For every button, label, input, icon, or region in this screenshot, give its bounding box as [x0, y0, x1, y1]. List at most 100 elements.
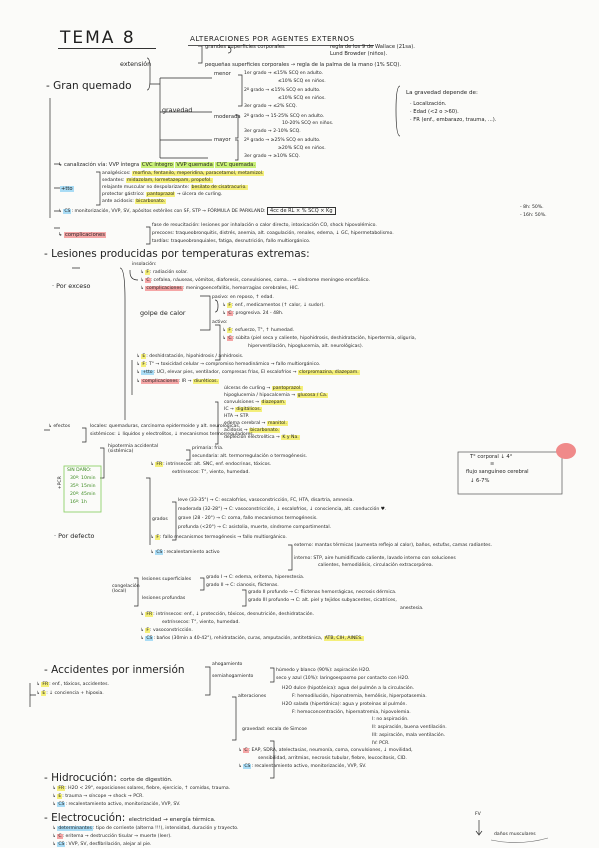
simcoe-1: I: no aspiración. — [372, 717, 409, 722]
g-line-1: 1er grado → ≤15% SCQ en adulto. — [244, 71, 324, 76]
alt-dulce: H2O dulce (hipotónica): agua del pulmón … — [282, 686, 415, 691]
gc-tto: ↳ +tto: UCI, elevar pies, ventilador, co… — [136, 370, 360, 375]
alt-dulce-f: F: hemodilución, hiponatremia, hemólisis… — [292, 694, 427, 699]
ext-lund: Lund Browder (niños). — [330, 51, 388, 57]
g-line-5: 3er grado → ≤2% SCQ. — [244, 104, 298, 109]
rc-interno-2: calientes, hemodiálisis, circulación ext… — [318, 563, 434, 568]
hip-secundaria: secundaria: alt. termorregulación o term… — [192, 454, 308, 459]
alt-salada: H2O salada (hipertónica): agua y proteín… — [282, 702, 407, 707]
cs-row: ↳ CS: monitorización, VVP, SV, apósitos … — [58, 207, 336, 215]
g-line-3: 2º grado → ≤15% SCQ en adulto. — [244, 88, 321, 93]
hipotermia-label: hipotermia accidental (sistémica) — [108, 444, 159, 455]
insol-c: ↳ C: cefalea, náuseas, vómitos, diafores… — [140, 278, 370, 283]
hip-cs: ↳ CS: recalentamiento activo — [150, 550, 220, 555]
gc-list-3: convulsiones → diazepam. — [224, 400, 287, 405]
cg-fr: ↳ FR: intrínsecos: enf., ↓ protección, t… — [140, 612, 315, 617]
congelacion-label: congelación (local) — [112, 584, 140, 595]
rc-interno: interno: STP, aire humidificado caliente… — [294, 556, 456, 561]
ahogamiento: ahogamiento — [212, 662, 243, 667]
grav-moderada: moderada — [214, 114, 241, 120]
acc-c2: sensibilidad, arritmias, necrosis tubula… — [258, 756, 407, 761]
por-exceso-label: · Por exceso — [52, 282, 91, 290]
hidro-cs: ↳ CS: recalentamiento activo, monitoriza… — [52, 802, 181, 807]
g-line-11: 3er grado → ≥10% SCQ. — [244, 154, 300, 159]
activo-f: ↳ F: esfuerzo, T°, ↑ humedad. — [222, 328, 295, 333]
danos-musculares: daños musculares — [494, 832, 536, 837]
lp-anestesia: anestesia. — [400, 606, 424, 611]
acc-cs: ↳ CS: recalentamiento activo, monitoriza… — [238, 764, 367, 769]
efectos-locales: locales: quemaduras, carcinoma epidermoi… — [90, 424, 241, 429]
semiahogamiento: semiahogamiento — [212, 674, 254, 679]
insol-comp: ↳ complicaciones: meningoencefalitis, he… — [140, 286, 300, 291]
por-defecto-label: · Por defecto — [54, 532, 95, 540]
acc-e: ↳ E: ↓ conciencia + hipoxia. — [36, 691, 104, 696]
grav-mayor: mayor — [214, 137, 231, 143]
thermo-2: ≡ — [490, 461, 495, 467]
acc-fr: ↳ FR: enf., tóxicos, accidentes. — [36, 682, 109, 687]
extension-label: extensión — [120, 60, 152, 68]
gc-comp: ↳ complicaciones: IR → diuréticos. — [136, 379, 220, 384]
grados-label: grados — [152, 517, 168, 522]
comp-2: precoces: traqueobronquitis, distrés, an… — [152, 231, 394, 236]
grado-leve: leve (33-35°) → C: escalofríos, vasocons… — [178, 498, 354, 503]
title-underline — [58, 48, 156, 49]
hip-fr: ↳ FR: intrínsecos: alt. SNC, enf. endocr… — [150, 462, 272, 467]
pasivo-c: ↳ C: progresiva. 24 - 48h. — [222, 311, 284, 316]
sin-dano-box — [63, 465, 102, 513]
complicaciones-label: ↳ complicaciones — [58, 232, 106, 238]
cs-16h: - 16h: 50%. — [520, 213, 547, 218]
rc-externo: externo: mantas térmicas (aumenta reflej… — [294, 543, 492, 548]
g-line-10: ≥20% SCQ en niños. — [278, 146, 326, 151]
tto-protector: protector gástrico: pantoprazol → úlcera… — [102, 192, 223, 197]
depende-item-2: · Edad (<2 o >60). — [410, 109, 459, 115]
canalizacion: ↳ canalización vía: VVP íntegra CVC ínte… — [58, 162, 257, 168]
simcoe-3: III: aspiración, mala ventilación. — [372, 733, 446, 738]
insolacion: insolación: — [132, 262, 157, 267]
gc-e: ↳ E: deshidratación, hipohidrosis / anhi… — [136, 354, 244, 359]
g-line-7: 10-20% SCQ en niños. — [282, 121, 334, 126]
alt-salada-f: F: hemoconcentración, hipernatremia, hip… — [292, 710, 411, 715]
g-line-9: 2º grado → ≥25% SCQ en adulto. — [244, 138, 321, 143]
tto-analgesicos: analgésicos: morfina, fentanilo, meperid… — [102, 171, 265, 176]
sin-dano-4: 16º: 1h — [70, 500, 87, 505]
elec-cs: ↳ CS: VVP, SV, desfibrilación, alejar al… — [52, 842, 152, 847]
lp-grado-3: grado III profundo → C: alt. piel y teji… — [248, 598, 397, 603]
pcr-label: +PCR — [57, 476, 63, 490]
ext-pequenas: pequeñas superficies corporales → regla … — [205, 62, 401, 68]
gc-list-1: úlceras de curling → pantoprazol. — [224, 386, 303, 391]
thermo-3: flujo sanguíneo cerebral — [466, 469, 529, 475]
gc-list-2: hipoglucemia / hipocalcemia → glucosa / … — [224, 393, 329, 398]
ext-wallace: regla de los 9 de Wallace (21sa). — [330, 44, 415, 50]
subtitle-underline — [188, 45, 374, 46]
gc-list-8: depleción electrolítica → K y Na. — [224, 435, 300, 440]
comp-3: tardías: traqueobronquiales, fatiga, des… — [152, 239, 311, 244]
golpe-calor-label: golpe de calor — [140, 309, 186, 317]
lesiones-profundas: lesiones profundas — [142, 596, 186, 601]
gravedad-label: gravedad — [162, 106, 193, 114]
fv-label: FV — [475, 812, 481, 817]
grav-menor: menor — [214, 71, 231, 77]
gc-list-4: IC → digitálicos. — [224, 407, 263, 412]
efectos-label: ↳ efectos — [48, 424, 71, 429]
cg-f: ↳ F: vasoconstricción. — [140, 628, 193, 633]
tto-relajante: relajante muscular no despolarizante: be… — [102, 185, 248, 190]
tto-sedantes: sedantes: midazolam, lormetazepam, propo… — [102, 178, 213, 183]
activo-c: ↳ C: súbita (piel seca y caliente, hipoh… — [222, 336, 417, 341]
sin-dano-1: 30º: 10min — [70, 476, 96, 481]
ls-grado-2: grado II → C: cianosis, flictenas. — [206, 583, 279, 588]
hidro-fr: ↳ FR: H2O < 29°, exposiciones solares, f… — [52, 786, 231, 791]
insol-f: ↳ F: radiación solar. — [140, 270, 188, 275]
elec-det: ↳ determinantes: tipo de corriente (alte… — [52, 826, 239, 831]
grado-profunda: profunda (<20°) → C: asistolia, muerte, … — [178, 525, 332, 530]
hip-primaria: primaria: fría. — [192, 446, 224, 451]
simcoe-4: IV: PCR. — [372, 741, 390, 746]
lp-grado-2: grado II profundo → C: flictenas hemorrá… — [248, 590, 397, 595]
semi-seco: seco y azul (10%): laringoespasmo por co… — [276, 676, 410, 681]
tema-title: TEMA 8 — [60, 28, 136, 48]
hidro-e: ↳ E: trauma → síncope → shock → PCR. — [52, 794, 144, 799]
ls-grado-1: grado I → C: edema, eritema, hiperestesi… — [206, 575, 305, 580]
gc-list-5: HTA → STP. — [224, 414, 250, 419]
simcoe-2: II: aspiración, buena ventilación. — [372, 725, 447, 730]
activo-c2: hiperventilación, hipoglucemia, alt. neu… — [248, 344, 364, 349]
